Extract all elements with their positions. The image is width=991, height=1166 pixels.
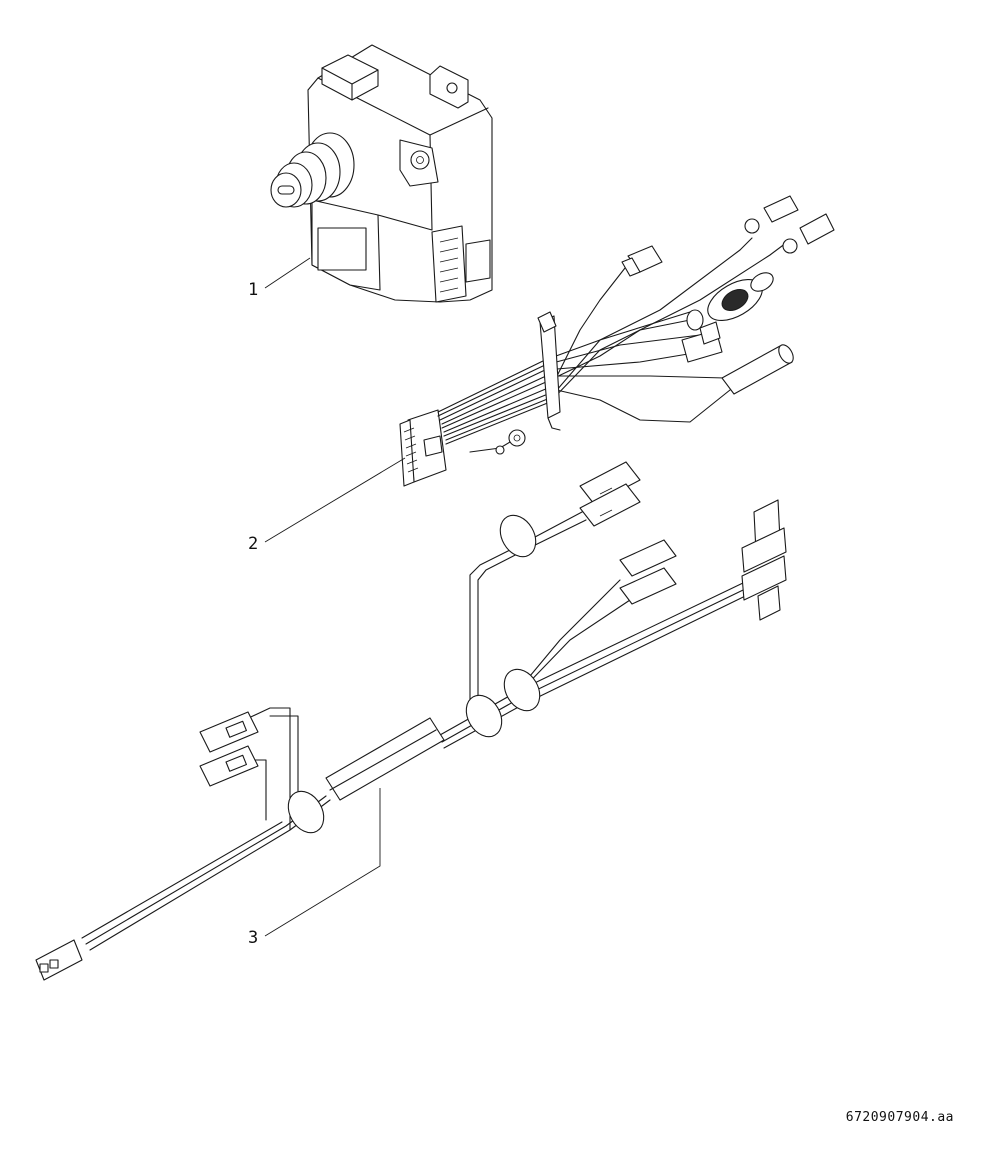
drawing-id: 6720907904.aa	[845, 1110, 954, 1125]
leader-line-2	[264, 457, 406, 543]
callout-1: 1	[248, 280, 259, 300]
callout-3: 3	[248, 928, 259, 948]
cable-harness	[35, 461, 787, 981]
callout-2: 2	[248, 534, 259, 554]
leader-line-3	[264, 788, 381, 937]
control-module	[270, 44, 493, 303]
leader-line-1	[264, 257, 311, 289]
wiring-harness	[399, 195, 835, 487]
